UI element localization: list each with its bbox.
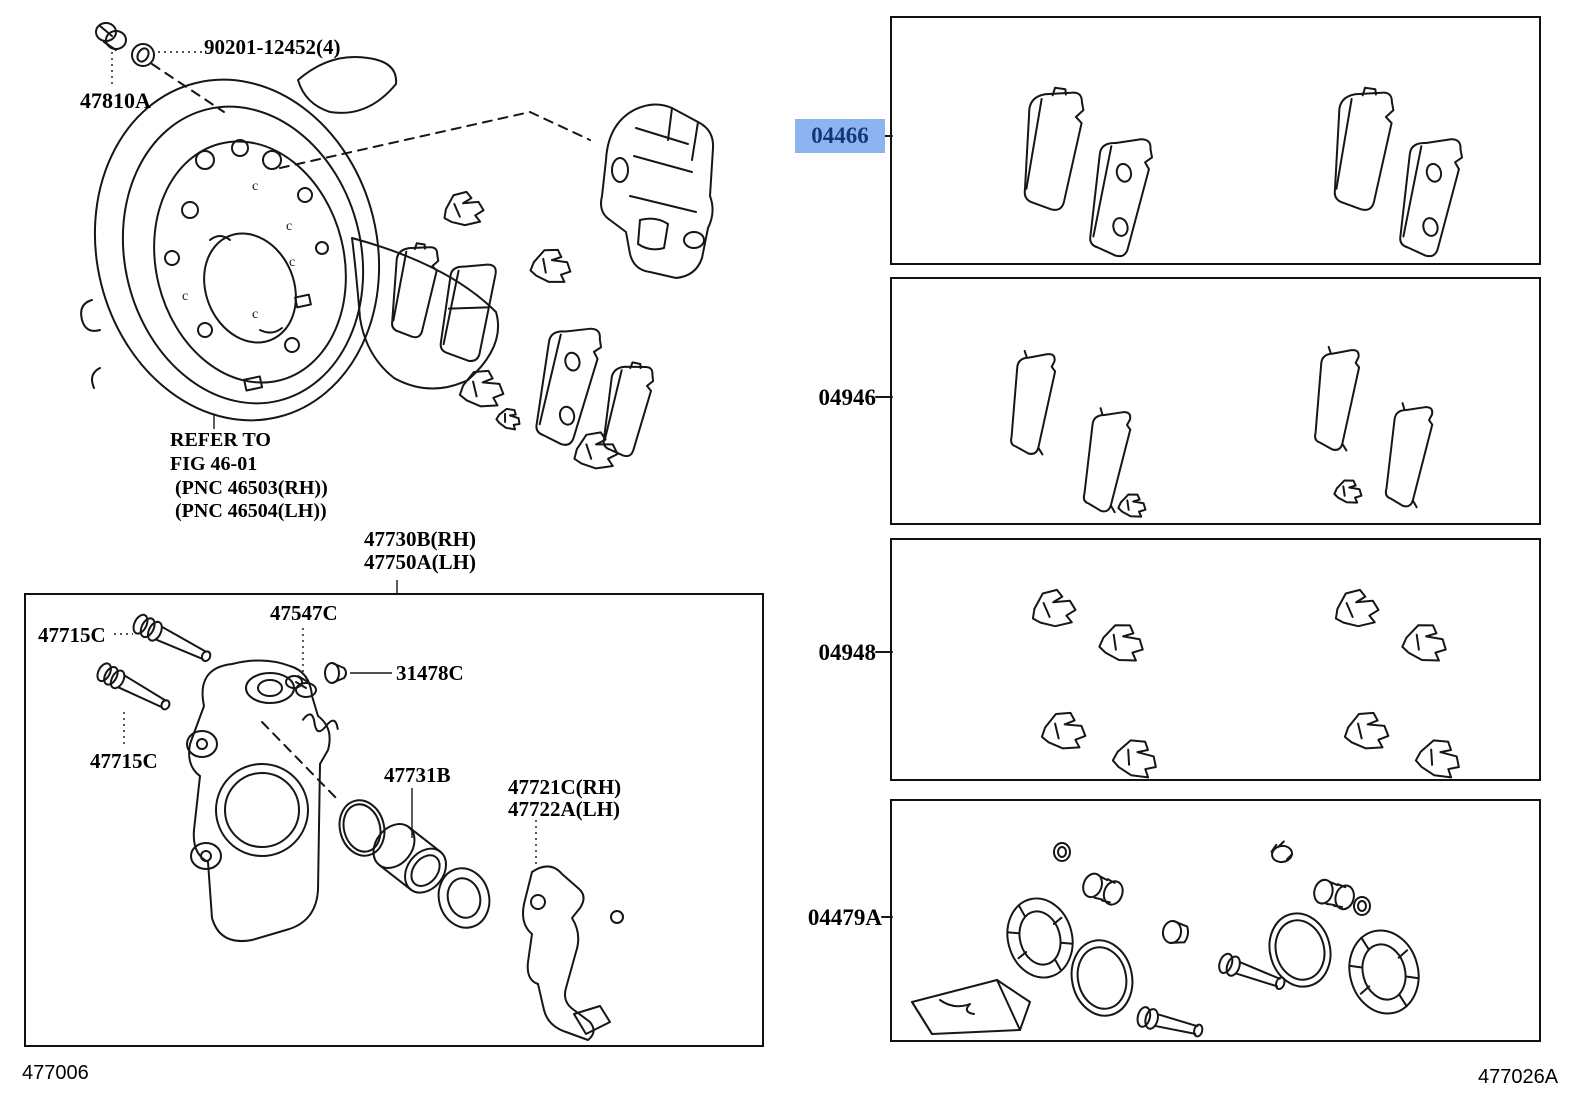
kit-label-04479A[interactable]: 04479A — [807, 905, 882, 930]
kit-box-04466[interactable] — [890, 16, 1541, 265]
backing-plate-drawing: c c c c c — [60, 49, 499, 451]
plate-mark: c — [182, 289, 188, 304]
part-label-bleeder[interactable]: 47547C — [270, 601, 338, 625]
dashed-leader-caliper — [280, 112, 590, 168]
kit-box-04946[interactable] — [890, 277, 1541, 525]
kit-label-04948[interactable]: 04948 — [818, 640, 877, 665]
exploded-pads-drawing — [384, 189, 658, 470]
part-label-slide-pin-upper[interactable]: 47715C — [38, 623, 106, 647]
refer-note-line-3: (PNC 46503(RH)) — [175, 477, 328, 499]
refer-note-line-4: (PNC 46504(LH)) — [175, 500, 327, 522]
part-label-bolt[interactable]: 90201-12452(4) — [204, 35, 341, 59]
part-label-dust-cover[interactable]: 47810A — [80, 88, 151, 113]
kit-label-04466[interactable]: 04466 — [795, 119, 885, 153]
doc-number-left: 477006 — [22, 1062, 89, 1084]
part-label-assembly-rh[interactable]: 47730B(RH) — [364, 527, 476, 551]
part-label-assembly-lh[interactable]: 47750A(LH) — [364, 550, 476, 574]
doc-number-right: 477026A — [1478, 1066, 1559, 1088]
refer-note-line-2: FIG 46-01 — [170, 453, 258, 475]
dust-cover-bolt-drawing — [96, 23, 224, 112]
kit-box-04479A[interactable] — [890, 799, 1541, 1042]
part-label-bracket-lh[interactable]: 47722A(LH) — [508, 797, 620, 821]
refer-note-line-1: REFER TO — [170, 429, 271, 451]
plate-mark: c — [289, 255, 295, 270]
part-label-piston[interactable]: 47731B — [384, 763, 451, 787]
caliper-drawing — [601, 104, 713, 278]
plate-mark: c — [252, 179, 258, 194]
caliper-box-drawing — [93, 611, 623, 1040]
kit-box-04948[interactable] — [890, 538, 1541, 781]
kit-label-04946[interactable]: 04946 — [818, 385, 877, 410]
caliper-assembly-box — [24, 593, 764, 1047]
plate-mark: c — [286, 219, 292, 234]
part-label-slide-pin-lower[interactable]: 47715C — [90, 749, 158, 773]
part-label-bracket-rh[interactable]: 47721C(RH) — [508, 775, 622, 799]
plate-mark: c — [252, 307, 258, 322]
cylinder-kit-drawing — [912, 840, 1428, 1041]
part-label-cap[interactable]: 31478C — [396, 661, 464, 685]
